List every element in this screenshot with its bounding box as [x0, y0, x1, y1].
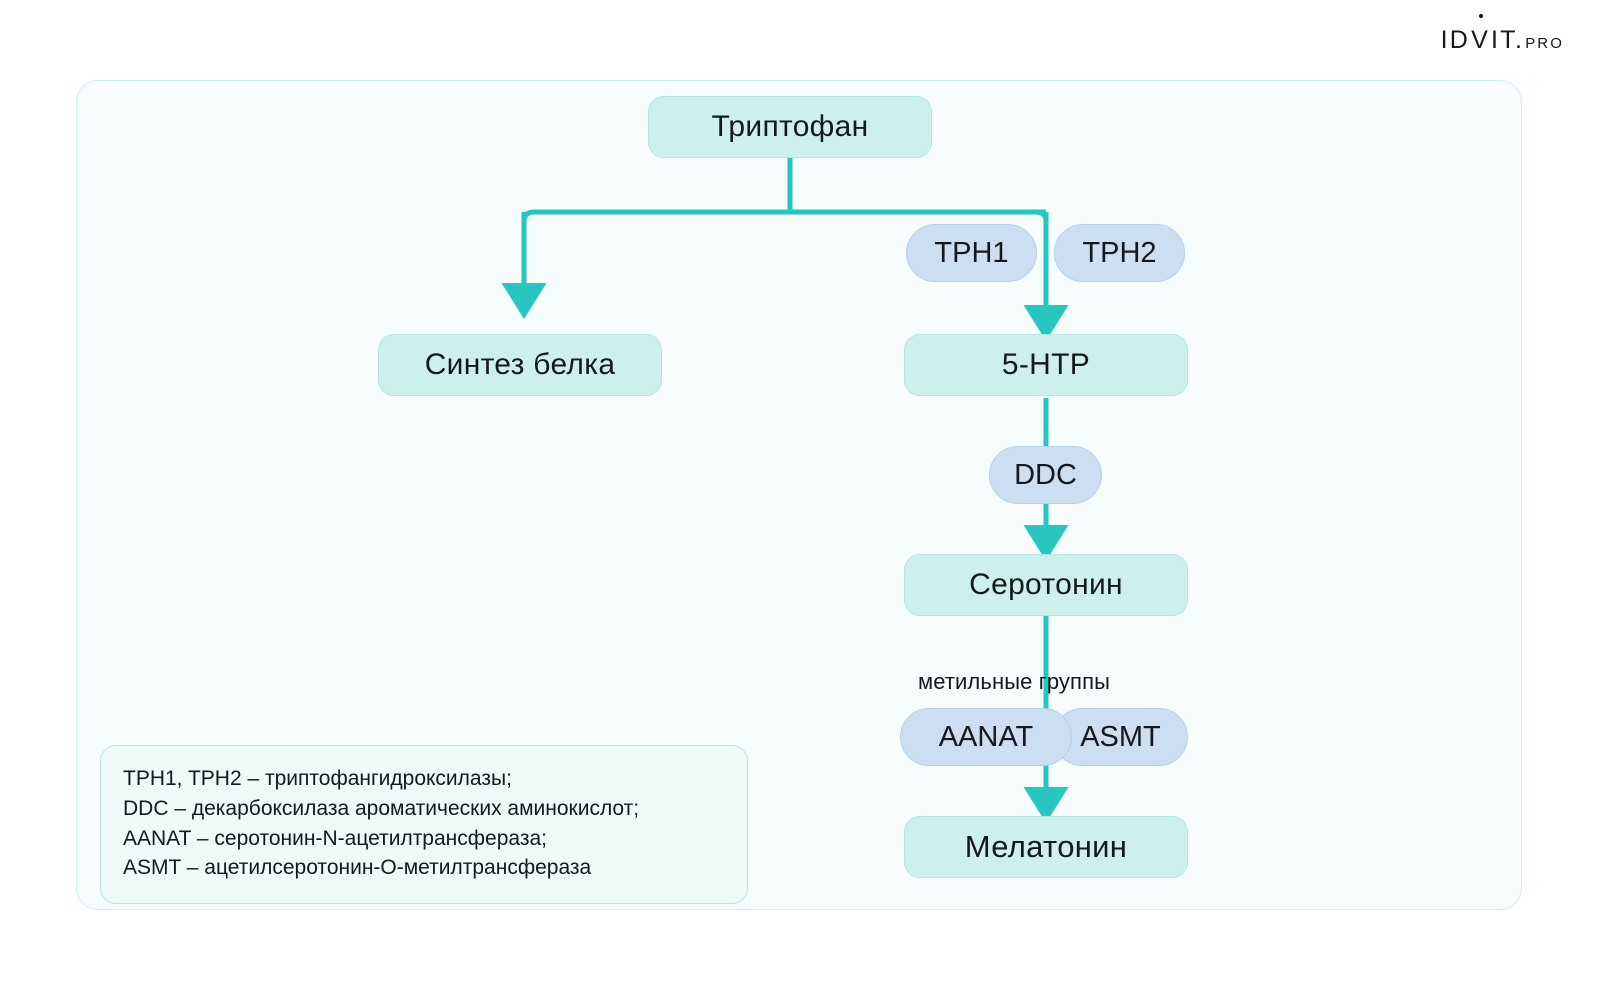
brand-logo-dot-icon: [1478, 14, 1483, 18]
brand-logo-wordmark: ID V IT.: [1440, 14, 1525, 55]
node-tryptophan[interactable]: Триптофан: [648, 96, 932, 158]
node-serotonin[interactable]: Серотонин: [904, 554, 1188, 616]
node-melatonin[interactable]: Мелатонин: [904, 816, 1188, 878]
enzyme-tph2[interactable]: TPH2: [1054, 224, 1185, 282]
enzyme-aanat[interactable]: AANAT: [900, 708, 1072, 766]
node-protein-synthesis[interactable]: Синтез белка: [378, 334, 662, 396]
enzyme-ddc[interactable]: DDC: [989, 446, 1102, 504]
brand-logo-v: V: [1470, 14, 1491, 55]
enzyme-asmt[interactable]: ASMT: [1053, 708, 1188, 766]
legend-line-asmt: ASMT – ацетилсеротонин-O-метилтрансфераз…: [123, 856, 592, 880]
brand-logo: ID V IT. PRO: [1440, 14, 1564, 55]
brand-logo-pro: PRO: [1525, 35, 1564, 52]
enzyme-tph1[interactable]: TPH1: [906, 224, 1037, 282]
caption-methyl-groups: метильные группы: [918, 669, 1111, 694]
brand-logo-id: ID: [1440, 26, 1471, 54]
legend-line-ddc: DDC – декарбоксилаза ароматических амино…: [123, 796, 640, 820]
legend-line-tph: TPH1, TPH2 – триптофангидроксилазы;: [123, 767, 512, 790]
legend-box: TPH1, TPH2 – триптофангидроксилазы; DDC …: [100, 745, 748, 905]
node-5-htp[interactable]: 5-HTP: [904, 334, 1188, 396]
legend-line-aanat: AANAT – серотонин-N-ацетилтрансфераза;: [123, 826, 547, 850]
brand-logo-v-letter: V: [1471, 26, 1491, 54]
brand-logo-it: IT.: [1491, 26, 1525, 54]
